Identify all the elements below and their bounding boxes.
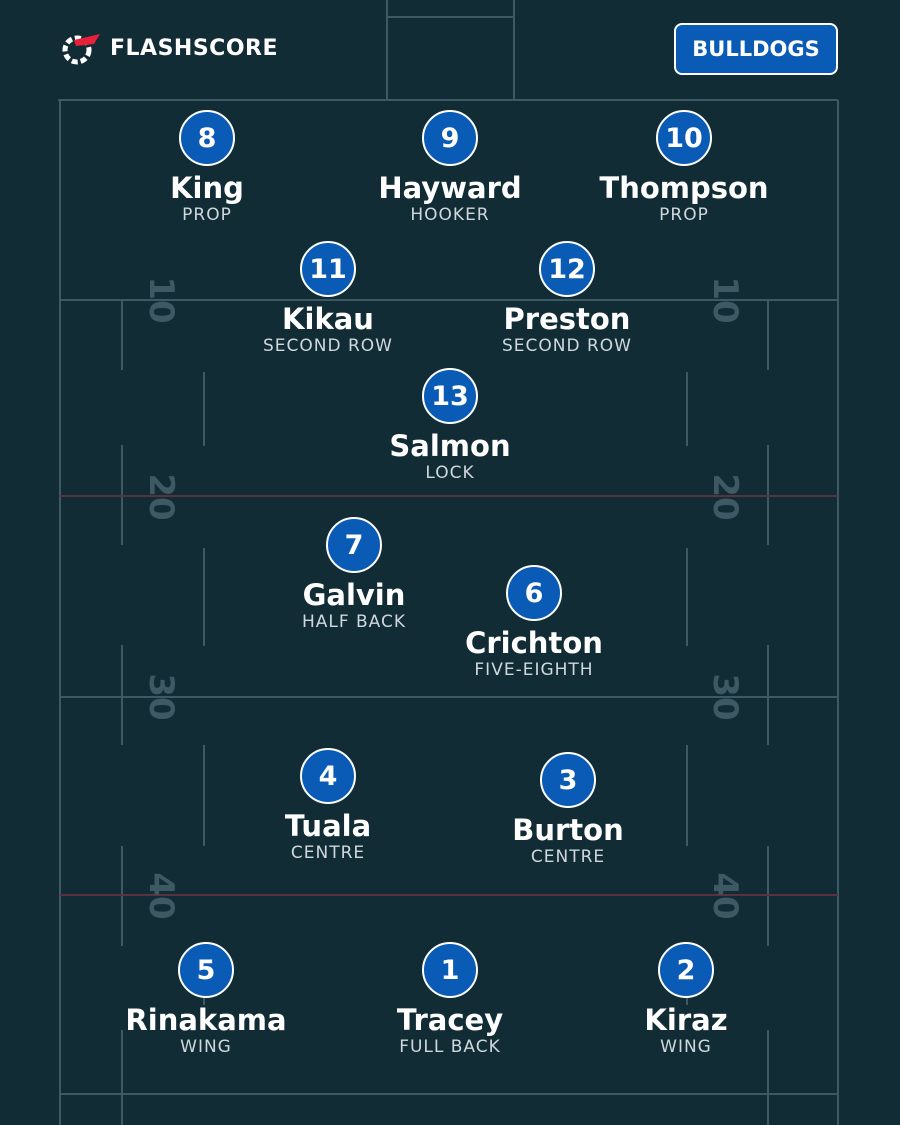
header: FLASHSCORE BULLDOGS: [0, 0, 900, 100]
yard-marker: 20: [705, 473, 745, 520]
jersey-number: 1: [422, 942, 478, 998]
player-name: Kiraz: [644, 1003, 728, 1037]
player-card[interactable]: 1 Tracey FULL BACK: [350, 942, 550, 1058]
player-name: Rinakama: [125, 1003, 287, 1037]
player-position: CENTRE: [290, 843, 366, 863]
player-position: WING: [180, 1037, 232, 1057]
player-position: PROP: [182, 205, 232, 225]
player-position: CENTRE: [530, 847, 606, 867]
player-position: SECOND ROW: [502, 336, 632, 356]
jersey-number: 6: [506, 565, 562, 621]
player-position: WING: [660, 1037, 712, 1057]
yard-marker: 10: [705, 276, 745, 323]
yard-marker: 30: [141, 673, 181, 720]
yard-marker: 10: [141, 276, 181, 323]
jersey-number: 4: [300, 748, 356, 804]
jersey-number: 11: [300, 241, 356, 297]
player-name: Galvin: [302, 578, 406, 612]
yard-marker: 40: [705, 872, 745, 919]
player-card[interactable]: 4 Tuala CENTRE: [228, 748, 428, 864]
jersey-number: 3: [540, 752, 596, 808]
player-name: Tuala: [284, 809, 372, 843]
player-position: LOCK: [425, 463, 475, 483]
flashscore-logo-icon: [62, 34, 100, 65]
player-position: FIVE-EIGHTH: [474, 660, 594, 680]
player-name: Hayward: [378, 171, 522, 205]
player-position: FULL BACK: [399, 1037, 501, 1057]
player-card[interactable]: 8 King PROP: [107, 110, 307, 226]
player-position: HALF BACK: [301, 612, 407, 632]
jersey-number: 9: [422, 110, 478, 166]
player-card[interactable]: 7 Galvin HALF BACK: [254, 517, 454, 633]
jersey-number: 8: [179, 110, 235, 166]
jersey-number: 10: [656, 110, 712, 166]
player-name: Kikau: [282, 302, 374, 336]
jersey-number: 12: [539, 241, 595, 297]
player-card[interactable]: 3 Burton CENTRE: [468, 752, 668, 868]
player-card[interactable]: 9 Hayward HOOKER: [350, 110, 550, 226]
yard-marker: 30: [705, 673, 745, 720]
player-card[interactable]: 13 Salmon LOCK: [350, 368, 550, 484]
yard-marker: 20: [141, 473, 181, 520]
jersey-number: 13: [422, 368, 478, 424]
player-card[interactable]: 12 Preston SECOND ROW: [467, 241, 667, 357]
player-name: Thompson: [599, 171, 769, 205]
player-card[interactable]: 5 Rinakama WING: [106, 942, 306, 1058]
brand-name: FLASHSCORE: [110, 35, 278, 61]
player-card[interactable]: 2 Kiraz WING: [586, 942, 786, 1058]
jersey-number: 5: [178, 942, 234, 998]
player-position: HOOKER: [410, 205, 490, 225]
player-name: Salmon: [389, 429, 511, 463]
player-position: PROP: [659, 205, 709, 225]
player-name: King: [170, 171, 244, 205]
player-name: Burton: [512, 813, 624, 847]
player-card[interactable]: 11 Kikau SECOND ROW: [228, 241, 428, 357]
jersey-number: 2: [658, 942, 714, 998]
player-name: Crichton: [465, 626, 603, 660]
jersey-number: 7: [326, 517, 382, 573]
team-badge: BULLDOGS: [674, 23, 838, 75]
player-card[interactable]: 6 Crichton FIVE-EIGHTH: [434, 565, 634, 681]
player-card[interactable]: 10 Thompson PROP: [584, 110, 784, 226]
player-position: SECOND ROW: [263, 336, 393, 356]
player-name: Preston: [503, 302, 631, 336]
player-name: Tracey: [396, 1003, 504, 1037]
brand[interactable]: FLASHSCORE: [60, 30, 278, 66]
yard-marker: 40: [141, 872, 181, 919]
